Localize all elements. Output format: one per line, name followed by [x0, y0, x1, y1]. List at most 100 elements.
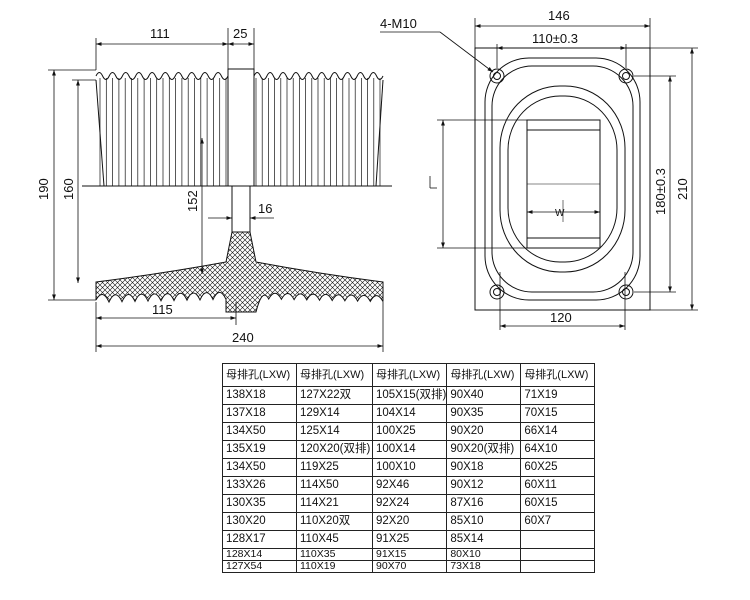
dim-190: 190	[36, 178, 51, 200]
side-view	[82, 68, 392, 313]
top-dim-labels: 146 110±0.3 4-M10 180±0.3 210 120 W	[380, 8, 690, 325]
table-cell: 133X26	[222, 476, 297, 495]
table-cell: 120X20(双排)	[296, 440, 373, 459]
bolt-hole-br	[618, 284, 634, 300]
dim-25: 25	[233, 26, 247, 41]
table-cell: 125X14	[296, 422, 373, 441]
table-cell: 64X10	[520, 440, 596, 459]
table-cell: 128X17	[222, 530, 297, 549]
table-cell: 110X45	[296, 530, 373, 549]
table-cell: 90X35	[446, 404, 522, 423]
dim-111: 111	[150, 26, 170, 41]
table-cell: 80X10	[446, 548, 522, 561]
center-slot	[227, 68, 255, 187]
column-header: 母排孔(LXW)	[222, 363, 297, 387]
top-view	[474, 47, 651, 311]
table-cell: 91X25	[371, 530, 448, 549]
table-cell: 87X16	[446, 494, 522, 513]
column-header: 母排孔(LXW)	[446, 363, 522, 387]
busbar-hole-table: 母排孔(LXW)母排孔(LXW)母排孔(LXW)母排孔(LXW)母排孔(LXW)…	[222, 363, 596, 573]
table-cell: 73X18	[446, 560, 522, 573]
table-cell: 114X50	[296, 476, 373, 495]
table-cell: 128X14	[222, 548, 297, 561]
table-cell: 130X20	[222, 512, 297, 531]
table-cell: 110X35	[296, 548, 373, 561]
side-dim-labels: 111 25 190 160 152 16 115 240	[36, 26, 272, 345]
table-cell: 90X18	[446, 458, 522, 477]
table-cell: 66X14	[520, 422, 596, 441]
table-header-row: 母排孔(LXW)母排孔(LXW)母排孔(LXW)母排孔(LXW)母排孔(LXW)	[222, 363, 596, 387]
dim-180: 180±0.3	[653, 168, 668, 215]
dim-160: 160	[61, 178, 76, 200]
table-cell: 100X10	[371, 458, 448, 477]
bolt-holes	[489, 68, 634, 300]
dim-210: 210	[675, 178, 690, 200]
table-cell: 90X40	[446, 386, 522, 405]
column-header: 母排孔(LXW)	[296, 363, 373, 387]
table-cell: 60X7	[520, 512, 596, 531]
table-cell: 110X19	[296, 560, 373, 573]
table-cell: 90X20	[446, 422, 522, 441]
dim-240: 240	[232, 330, 254, 345]
table-cell: 130X35	[222, 494, 297, 513]
table-cell	[520, 530, 596, 549]
table-cell: 92X46	[371, 476, 448, 495]
dim-110: 110±0.3	[532, 31, 578, 46]
dim-152: 152	[185, 190, 200, 212]
table-cell: 100X14	[371, 440, 448, 459]
base-plate	[474, 47, 651, 311]
table-cell: 114X21	[296, 494, 373, 513]
table-cell: 90X70	[371, 560, 448, 573]
table-cell: 137X18	[222, 404, 297, 423]
flange-outline	[484, 57, 641, 301]
table-cell: 105X15(双排)	[371, 386, 448, 405]
corrugated-top-right	[253, 72, 384, 80]
side-dimensions	[48, 28, 384, 352]
bolt-hole-tr	[618, 68, 634, 84]
dim-115: 115	[152, 302, 173, 317]
table-cell: 92X24	[371, 494, 448, 513]
table-cell: 135X19	[222, 440, 297, 459]
table-cell: 127X22双	[296, 386, 373, 405]
table-cell: 60X11	[520, 476, 596, 495]
table-cell	[520, 560, 596, 573]
table-cell: 100X25	[371, 422, 448, 441]
fin-lines	[99, 78, 381, 186]
bolt-hole-bl	[489, 284, 505, 300]
table-cell: 129X14	[296, 404, 373, 423]
table-cell: 90X20(双排)	[446, 440, 522, 459]
column-header: 母排孔(LXW)	[371, 363, 448, 387]
table-cell: 134X50	[222, 458, 297, 477]
dim-146: 146	[548, 8, 570, 23]
bolt-label: 4-M10	[380, 16, 417, 31]
table-cell: 71X19	[520, 386, 596, 405]
table-cell: 60X15	[520, 494, 596, 513]
table-cell: 134X50	[222, 422, 297, 441]
slot-label-w: W	[555, 208, 565, 219]
column-header: 母排孔(LXW)	[520, 363, 596, 387]
table-cell: 119X25	[296, 458, 373, 477]
table-cell: 85X10	[446, 512, 522, 531]
table-cell: 85X14	[446, 530, 522, 549]
ring-inner	[507, 95, 618, 263]
dim-120: 120	[550, 310, 572, 325]
table-cell: 127X54	[222, 560, 297, 573]
table-cell: 138X18	[222, 386, 297, 405]
table-cell: 60X25	[520, 458, 596, 477]
corrugated-top-left	[95, 72, 229, 80]
table-cell: 110X20双	[296, 512, 373, 531]
bolt-hole-tl	[489, 68, 505, 84]
table-cell: 92X20	[371, 512, 448, 531]
